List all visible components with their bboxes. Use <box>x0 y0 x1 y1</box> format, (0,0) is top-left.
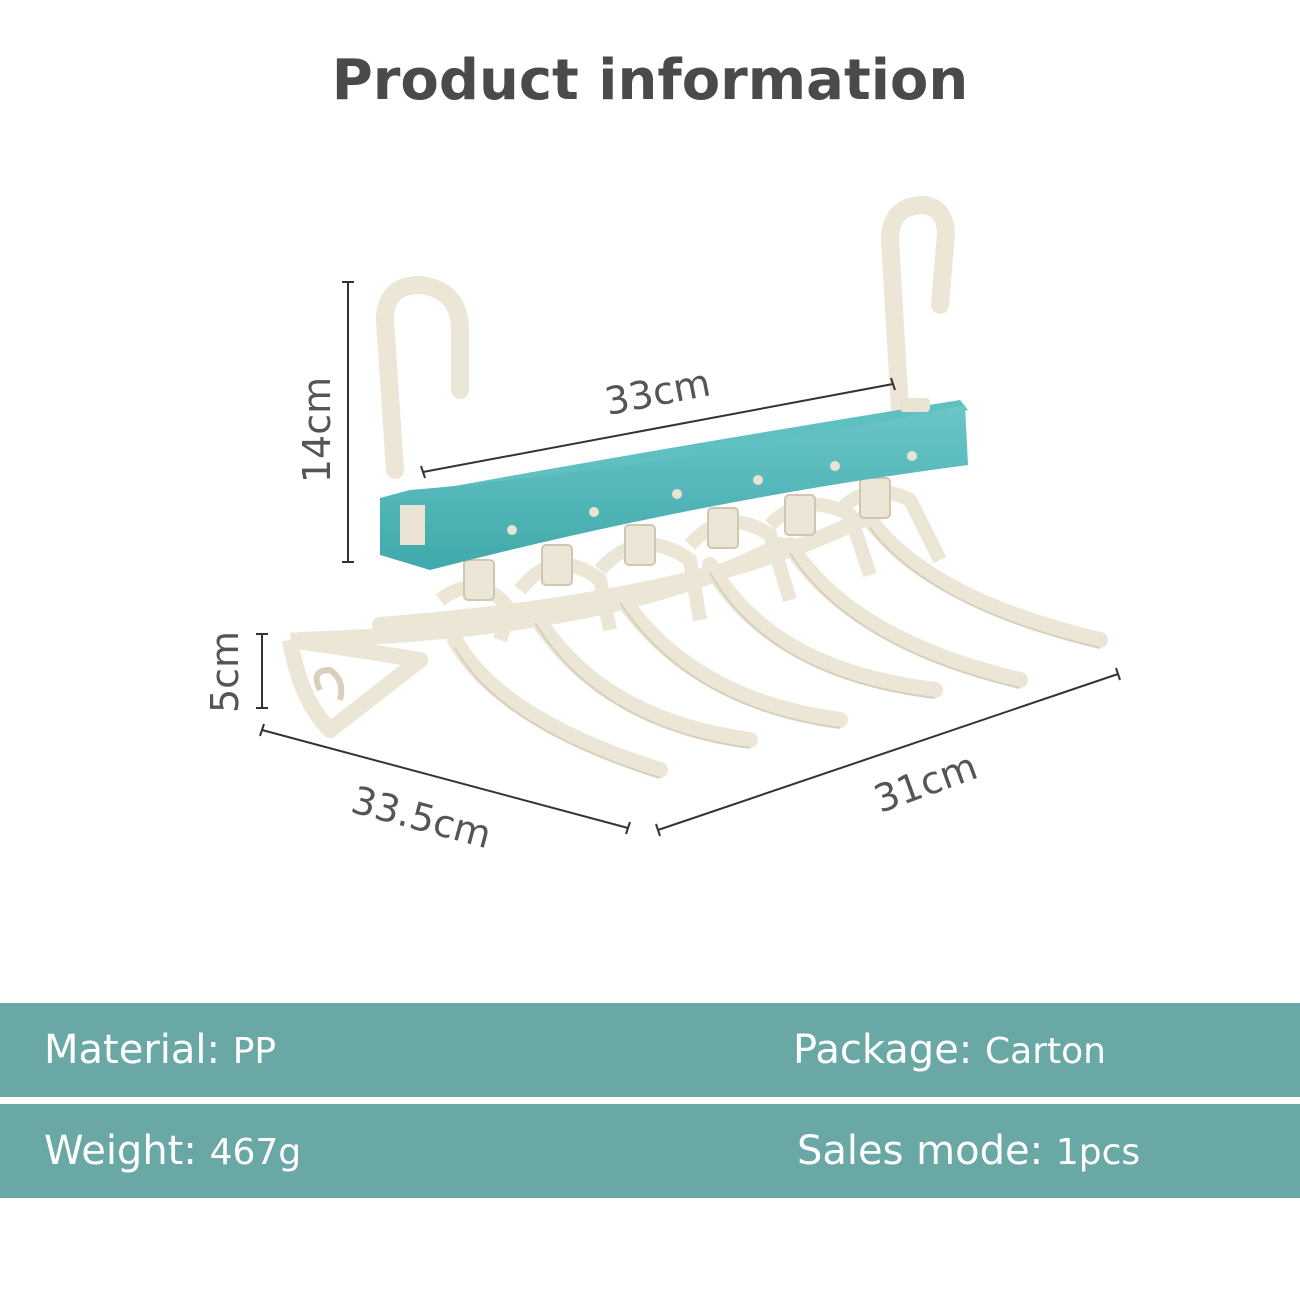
hanger-arms <box>292 512 1108 778</box>
spec-band-1: Material: PP Package: Carton <box>0 1003 1300 1097</box>
page-title: Product information <box>331 48 969 113</box>
dimension-lines <box>256 281 1121 837</box>
sales-mode-value: 1pcs <box>1055 1132 1141 1173</box>
sales-mode-label: Sales mode: <box>797 1128 1044 1174</box>
material-value: PP <box>232 1031 277 1072</box>
hanger-links <box>463 477 891 601</box>
sales-mode-spec: Sales mode: 1pcs <box>797 1104 1140 1198</box>
material-spec: Material: PP <box>44 1003 276 1097</box>
hanger-front-frame <box>282 632 428 738</box>
right-hook <box>880 195 955 419</box>
product-illustration: 14cm 33cm 5cm 33.5cm 31cm <box>203 195 1121 857</box>
dim-bottom-right-label: 31cm <box>868 744 983 822</box>
weight-value: 467g <box>209 1132 302 1173</box>
bar-rivets <box>507 451 917 535</box>
dim-bottom-left-label: 33.5cm <box>347 778 496 857</box>
hanger-arms-outline <box>454 527 1101 779</box>
spec-band-2: Weight: 467g Sales mode: 1pcs <box>0 1104 1300 1198</box>
weight-label: Weight: <box>44 1128 197 1174</box>
weight-spec: Weight: 467g <box>44 1104 301 1198</box>
dim-top-width-label: 33cm <box>601 361 714 424</box>
bar-end-cap <box>400 505 425 545</box>
bar-body <box>380 405 968 570</box>
material-label: Material: <box>44 1027 220 1073</box>
dim-height-label: 14cm <box>295 377 339 483</box>
dim-depth-label: 5cm <box>203 631 247 713</box>
package-value: Carton <box>985 1031 1106 1072</box>
left-hook <box>375 275 469 479</box>
package-label: Package: <box>793 1027 973 1073</box>
small-hook <box>313 666 345 701</box>
package-spec: Package: Carton <box>793 1003 1106 1097</box>
